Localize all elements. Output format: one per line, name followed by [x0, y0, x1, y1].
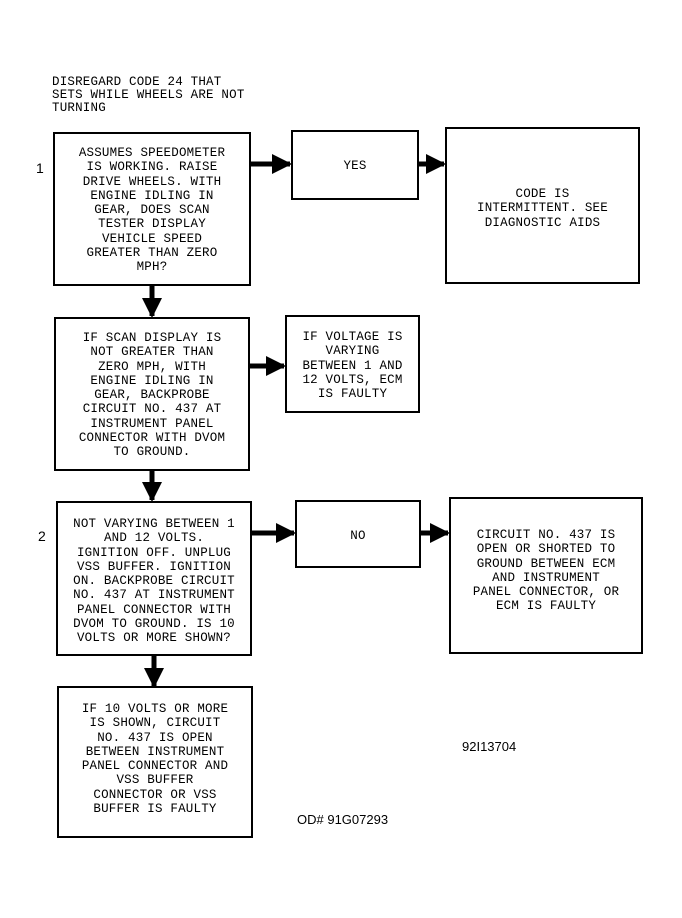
no-label: NO	[350, 529, 366, 543]
box-line: INTERMITTENT. SEE	[477, 201, 608, 216]
box-line: ENGINE IDLING IN	[90, 188, 214, 203]
box-line: AND INSTRUMENT	[492, 570, 600, 585]
box-line: ZERO MPH, WITH	[98, 359, 206, 374]
box-line: CONNECTOR OR VSS	[93, 787, 217, 802]
box-line: IF 10 VOLTS OR MORE	[81, 702, 229, 716]
box-line: CIRCUIT NO. 437 IS	[476, 528, 616, 542]
note-line: SETS WHILE WHEELS ARE NOT	[52, 88, 245, 102]
box-line: PANEL CONNECTOR, OR	[472, 585, 620, 600]
box-line: PANEL CONNECTOR WITH	[76, 602, 232, 617]
box-line: AND 12 VOLTS.	[103, 531, 205, 546]
box-line: TESTER DISPLAY	[98, 217, 206, 232]
backprobe-step-box: IF SCAN DISPLAY IS NOT GREATER THAN ZERO…	[54, 317, 250, 471]
question-1-box: ASSUMES SPEEDOMETER IS WORKING. RAISE DR…	[53, 132, 251, 286]
ecm-faulty-box: IF VOLTAGE IS VARYING BETWEEN 1 AND 12 V…	[285, 315, 420, 413]
box-line: BUFFER IS FAULTY	[93, 802, 217, 817]
box-line: VSS BUFFER. IGNITION	[76, 559, 232, 574]
box-line: MPH?	[136, 260, 168, 275]
box-line: PANEL CONNECTOR AND	[81, 759, 229, 774]
step-number-1: 1	[36, 160, 44, 176]
step-number-2: 2	[38, 528, 46, 544]
disregard-note: DISREGARD CODE 24 THAT SETS WHILE WHEELS…	[52, 76, 245, 115]
buffer-faulty-box: IF 10 VOLTS OR MORE IS SHOWN, CIRCUIT NO…	[57, 686, 253, 838]
circuit-open-box: CIRCUIT NO. 437 IS OPEN OR SHORTED TO GR…	[449, 497, 643, 654]
box-line: 12 VOLTS, ECM	[302, 372, 403, 387]
figure-code: 92I13704	[462, 739, 517, 754]
box-line: IF VOLTAGE IS	[302, 330, 403, 344]
box-line: BETWEEN INSTRUMENT	[85, 744, 225, 759]
box-line: IS WORKING. RAISE	[86, 160, 218, 175]
box-line: NOT GREATER THAN	[90, 345, 214, 360]
od-code: OD# 91G07293	[297, 812, 389, 827]
yes-label: YES	[343, 159, 367, 173]
box-line: CONNECTOR WITH DVOM	[78, 431, 226, 446]
box-line: IS SHOWN, CIRCUIT	[89, 716, 221, 731]
box-line: VSS BUFFER	[116, 773, 194, 788]
box-line: NO. 437 AT INSTRUMENT	[73, 588, 235, 603]
note-line: DISREGARD CODE 24 THAT	[52, 75, 222, 89]
box-line: GREATER THAN ZERO	[86, 246, 218, 261]
code-intermittent-box: CODE IS INTERMITTENT. SEE DIAGNOSTIC AID…	[445, 127, 640, 284]
no-box: NO	[295, 500, 421, 568]
box-line: OPEN OR SHORTED TO	[476, 542, 616, 557]
box-line: DRIVE WHEELS. WITH	[82, 174, 222, 189]
question-2-box: NOT VARYING BETWEEN 1 AND 12 VOLTS. IGNI…	[56, 501, 252, 656]
box-line: VARYING	[325, 344, 380, 359]
box-line: NO. 437 IS OPEN	[97, 730, 213, 745]
box-line: VOLTS OR MORE SHOWN?	[76, 631, 232, 646]
box-line: ASSUMES SPEEDOMETER	[78, 146, 226, 160]
box-line: IGNITION OFF. UNPLUG	[76, 545, 232, 560]
box-line: VEHICLE SPEED	[101, 231, 203, 246]
box-line: INSTRUMENT PANEL	[90, 416, 214, 431]
box-line: DIAGNOSTIC AIDS	[484, 215, 601, 230]
box-line: BETWEEN 1 AND	[302, 358, 403, 373]
box-line: CODE IS	[515, 187, 570, 201]
box-line: IF SCAN DISPLAY IS	[82, 331, 222, 345]
box-line: ON. BACKPROBE CIRCUIT	[73, 574, 235, 589]
box-line: ENGINE IDLING IN	[90, 373, 214, 388]
note-line: TURNING	[52, 101, 106, 115]
box-line: TO GROUND.	[113, 445, 191, 460]
box-line: CIRCUIT NO. 437 AT	[82, 402, 222, 417]
yes-box: YES	[291, 130, 419, 200]
box-line: GEAR, DOES SCAN	[94, 203, 210, 218]
box-line: ECM IS FAULTY	[495, 599, 597, 614]
box-line: GROUND BETWEEN ECM	[476, 556, 616, 571]
box-line: NOT VARYING BETWEEN 1	[73, 517, 235, 531]
box-line: IS FAULTY	[317, 387, 388, 402]
box-line: GEAR, BACKPROBE	[94, 388, 210, 403]
box-line: DVOM TO GROUND. IS 10	[73, 617, 235, 632]
